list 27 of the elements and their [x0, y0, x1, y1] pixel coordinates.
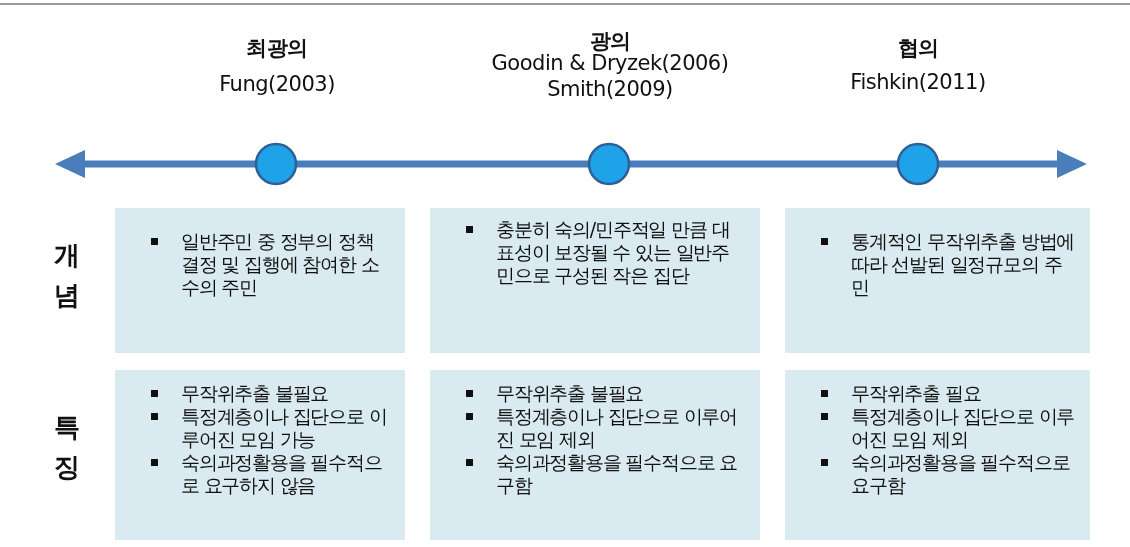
bullet-text: 특정계층이나 집단으로 이루어진 모임 제외	[851, 405, 1075, 450]
citation: Fishkin(2011)	[850, 70, 986, 94]
feature-box	[785, 370, 1090, 540]
bullet-text: 숙의과정활용을 필수적으로 요구함	[851, 451, 1070, 496]
row-heading: 특징	[53, 411, 81, 484]
bullet-text: 특정계층이나 집단으로 이루어진 모임 제외	[496, 405, 738, 450]
bullet-text: 일반주민 중 정부의 정책결정 및 집행에 참여한 소수의 주민	[181, 230, 379, 298]
column-heading: 협의	[897, 35, 939, 62]
feature-box	[115, 370, 405, 540]
row-heading: 개념	[53, 239, 81, 312]
bullet-text: 특정계층이나 집단으로 이루어진 모임 가능	[181, 405, 387, 450]
feature-box	[430, 370, 760, 540]
concept-box	[785, 208, 1090, 353]
bullet-text: 숙의과정활용을 필수적으로 요구하지 않음	[181, 451, 382, 496]
bullet-text: 무작위추출 필요	[851, 382, 981, 404]
bullet-text: 무작위추출 불필요	[496, 382, 644, 404]
concept-box	[430, 208, 760, 353]
concept-box	[115, 208, 405, 353]
bullet-text: 숙의과정활용을 필수적으로 요구함	[496, 451, 738, 496]
column-heading: 최광의	[246, 35, 308, 62]
bullet-text: 무작위추출 불필요	[181, 382, 329, 404]
citation: Smith(2009)	[547, 77, 673, 101]
bullet-text: 충분히 숙의/민주적일 만큼 대표성이 보장될 수 있는 일반주민으로 구성된 작은 집단	[496, 218, 730, 286]
citation: Fung(2003)	[219, 72, 335, 96]
bullet-text: 통계적인 무작위추출 방법에 따라 선발된 일정규모의 주민	[851, 230, 1075, 298]
column-heading: 광의	[589, 28, 631, 54]
citation: Goodin & Dryzek(2006)	[491, 51, 729, 75]
